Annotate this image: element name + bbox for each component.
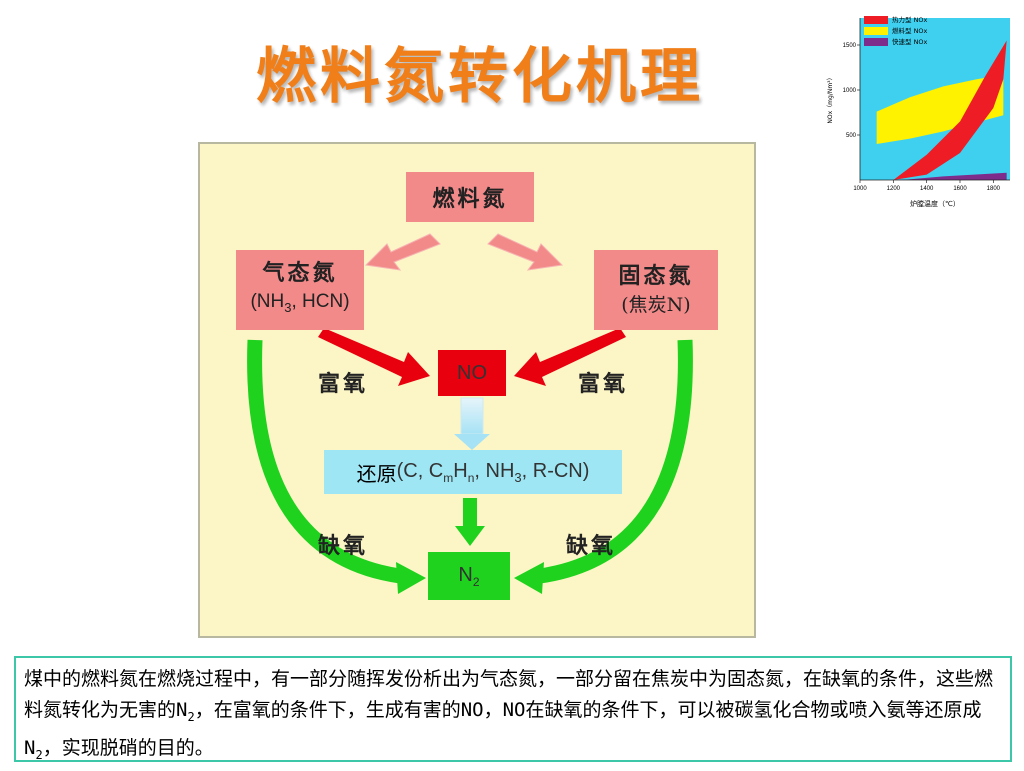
arrow-fuel-to-gas (364, 233, 441, 271)
fuel-nitrogen-box: 燃料氮 (406, 172, 534, 222)
lean-oxygen-left-label: 缺氧 (318, 533, 369, 559)
chart-x-tick-label-2: 1400 (920, 186, 934, 192)
chart-legend-swatch-1 (864, 27, 888, 35)
chart-legend-swatch-2 (864, 38, 888, 46)
chart-legend-label-0: 热力型 NOx (892, 15, 928, 24)
arrow-reduction-to-n2-stem (463, 498, 477, 528)
rich-oxygen-left-label: 富氧 (318, 371, 369, 397)
chart-y-tick-label-0: 500 (846, 133, 857, 139)
arrow-gas-to-n2-head (396, 562, 426, 594)
caption-text: 煤中的燃料氮在燃烧过程中，有一部分随挥发份析出为气态氮，一部分留在焦炭中为固态氮… (14, 656, 1012, 762)
solid-nitrogen-formula: (焦炭N) (621, 294, 691, 316)
rich-oxygen-right-label: 富氧 (578, 371, 629, 397)
chart-legend-label-1: 燃料型 NOx (892, 26, 928, 35)
arrow-gas-to-n2 (247, 339, 402, 584)
page-title: 燃料氮转化机理 (256, 42, 704, 112)
chart-x-tick-label-0: 1000 (853, 186, 867, 192)
solid-nitrogen-label: 固态氮 (618, 263, 694, 289)
reduction-agents: (C, CmHn, NH3, R-CN) (396, 459, 590, 485)
chart-x-tick-label-4: 1800 (987, 186, 1001, 192)
lean-oxygen-right-label: 缺氧 (566, 533, 617, 559)
arrow-solid-to-n2-head (514, 562, 544, 594)
solid-nitrogen-box: 固态氮 (焦炭N) (594, 250, 718, 330)
n2-box: N2 (428, 552, 510, 600)
chart-x-tick-label-1: 1200 (887, 186, 901, 192)
chart-series-area-2 (901, 172, 1007, 180)
chart-y-tick-label-1: 1000 (843, 88, 857, 94)
chart-x-tick-label-3: 1600 (953, 186, 967, 192)
chart-legend-label-2: 快速型 NOx (892, 37, 928, 46)
no-box: NO (438, 350, 506, 396)
chart-series-area-0 (893, 40, 1007, 180)
arrow-no-to-reduction-stem (460, 397, 484, 435)
gas-nitrogen-formula: (NH3, HCN) (250, 291, 350, 315)
nox-chart: 1000 1200 1400 1600 1800 500 1000 1500 炉膛温度（℃） NO… (827, 15, 1010, 208)
chart-legend-swatch-0 (864, 16, 888, 24)
chart-series-area-1 (876, 74, 1004, 144)
chart-y-axis-label: NOx（mg/Nm³） (827, 74, 834, 123)
gas-nitrogen-label: 气态氮 (262, 260, 338, 287)
arrow-no-to-reduction-head (454, 434, 490, 450)
arrow-fuel-to-solid (487, 233, 564, 271)
reduction-label: 还原 (356, 461, 397, 486)
arrow-solid-to-no (514, 328, 626, 386)
arrow-solid-to-n2 (538, 339, 693, 584)
arrow-reduction-to-n2-head (455, 526, 485, 546)
arrow-gas-to-no (318, 328, 430, 386)
chart-y-tick-label-2: 1500 (843, 43, 857, 49)
chart-x-axis-label: 炉膛温度（℃） (910, 199, 960, 208)
reduction-box: 还原 (C, CmHn, NH3, R-CN) (324, 450, 622, 494)
gas-nitrogen-box: 气态氮 (NH3, HCN) (236, 250, 364, 330)
